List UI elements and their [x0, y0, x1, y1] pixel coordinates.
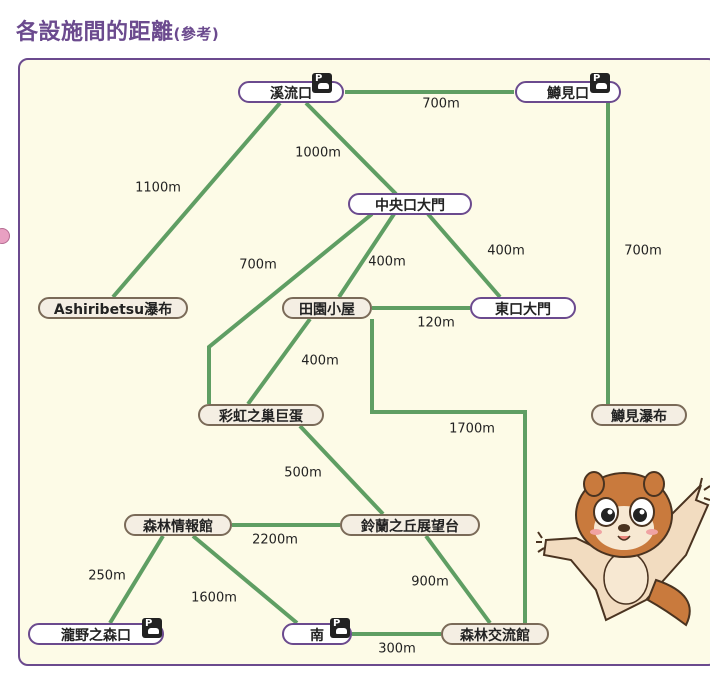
parking-icon: P [312, 73, 332, 93]
facility-higashi: 東口大門 [470, 297, 576, 319]
route-joho-minami [191, 534, 299, 625]
distance-label: 700m [624, 243, 662, 259]
distance-label: 1100m [135, 180, 181, 196]
route-chuo-niji [207, 212, 374, 404]
parking-icon: P [142, 618, 162, 638]
facility-takino: 瀧野之森口 [28, 623, 164, 645]
route-suzuran-koryu [424, 534, 492, 625]
route-chuo-denen [337, 212, 396, 299]
distance-label: 300m [378, 641, 416, 657]
route-keiryuguchi-chuo [304, 101, 398, 196]
distance-label: 400m [487, 243, 525, 259]
facility-joho: 森林情報館 [124, 514, 232, 536]
distance-label: 1700m [449, 421, 495, 437]
facility-denen: 田園小屋 [282, 297, 372, 319]
parking-icon: P [590, 73, 610, 93]
page-title: 各設施間的距離(參考) [16, 14, 219, 46]
distance-label: 1600m [191, 590, 237, 606]
route-chuo-higashi [426, 212, 502, 299]
facility-koryu: 森林交流館 [441, 623, 549, 645]
facility-masumi_falls: 鱒見瀑布 [591, 404, 687, 426]
distance-label: 120m [417, 315, 455, 331]
distance-map-panel: 700m 1000m 1100m 700m 700m 400m 400m 120m 400m 17… [18, 58, 710, 666]
distance-label: 400m [368, 254, 406, 270]
route-denen-koryu [370, 319, 527, 623]
flower-icon [0, 228, 10, 244]
route-niji-suzuran [298, 424, 385, 516]
route-joho-takino [108, 534, 165, 625]
distance-label: 2200m [252, 532, 298, 548]
distance-label: 700m [422, 96, 460, 112]
distance-label: 1000m [295, 145, 341, 161]
facility-ashiribetsu: Ashiribetsu瀑布 [38, 297, 188, 319]
parking-icon: P [330, 618, 350, 638]
distance-label: 500m [284, 465, 322, 481]
distance-label: 700m [239, 257, 277, 273]
distance-label: 400m [301, 353, 339, 369]
title-main: 各設施間的距離 [16, 20, 174, 45]
distance-label: 900m [411, 574, 449, 590]
distance-label: 250m [88, 568, 126, 584]
route-map [108, 90, 610, 636]
facility-chuo: 中央口大門 [348, 193, 472, 215]
title-sub: (參考) [173, 25, 220, 43]
flying-squirrel-mascot [536, 471, 710, 627]
route-denen-niji [246, 317, 312, 406]
facility-suzuran: 鈴蘭之丘展望台 [340, 514, 480, 536]
route-keiryuguchi-ashiribetsu [111, 101, 282, 299]
facility-niji: 彩虹之巢巨蛋 [198, 404, 324, 426]
